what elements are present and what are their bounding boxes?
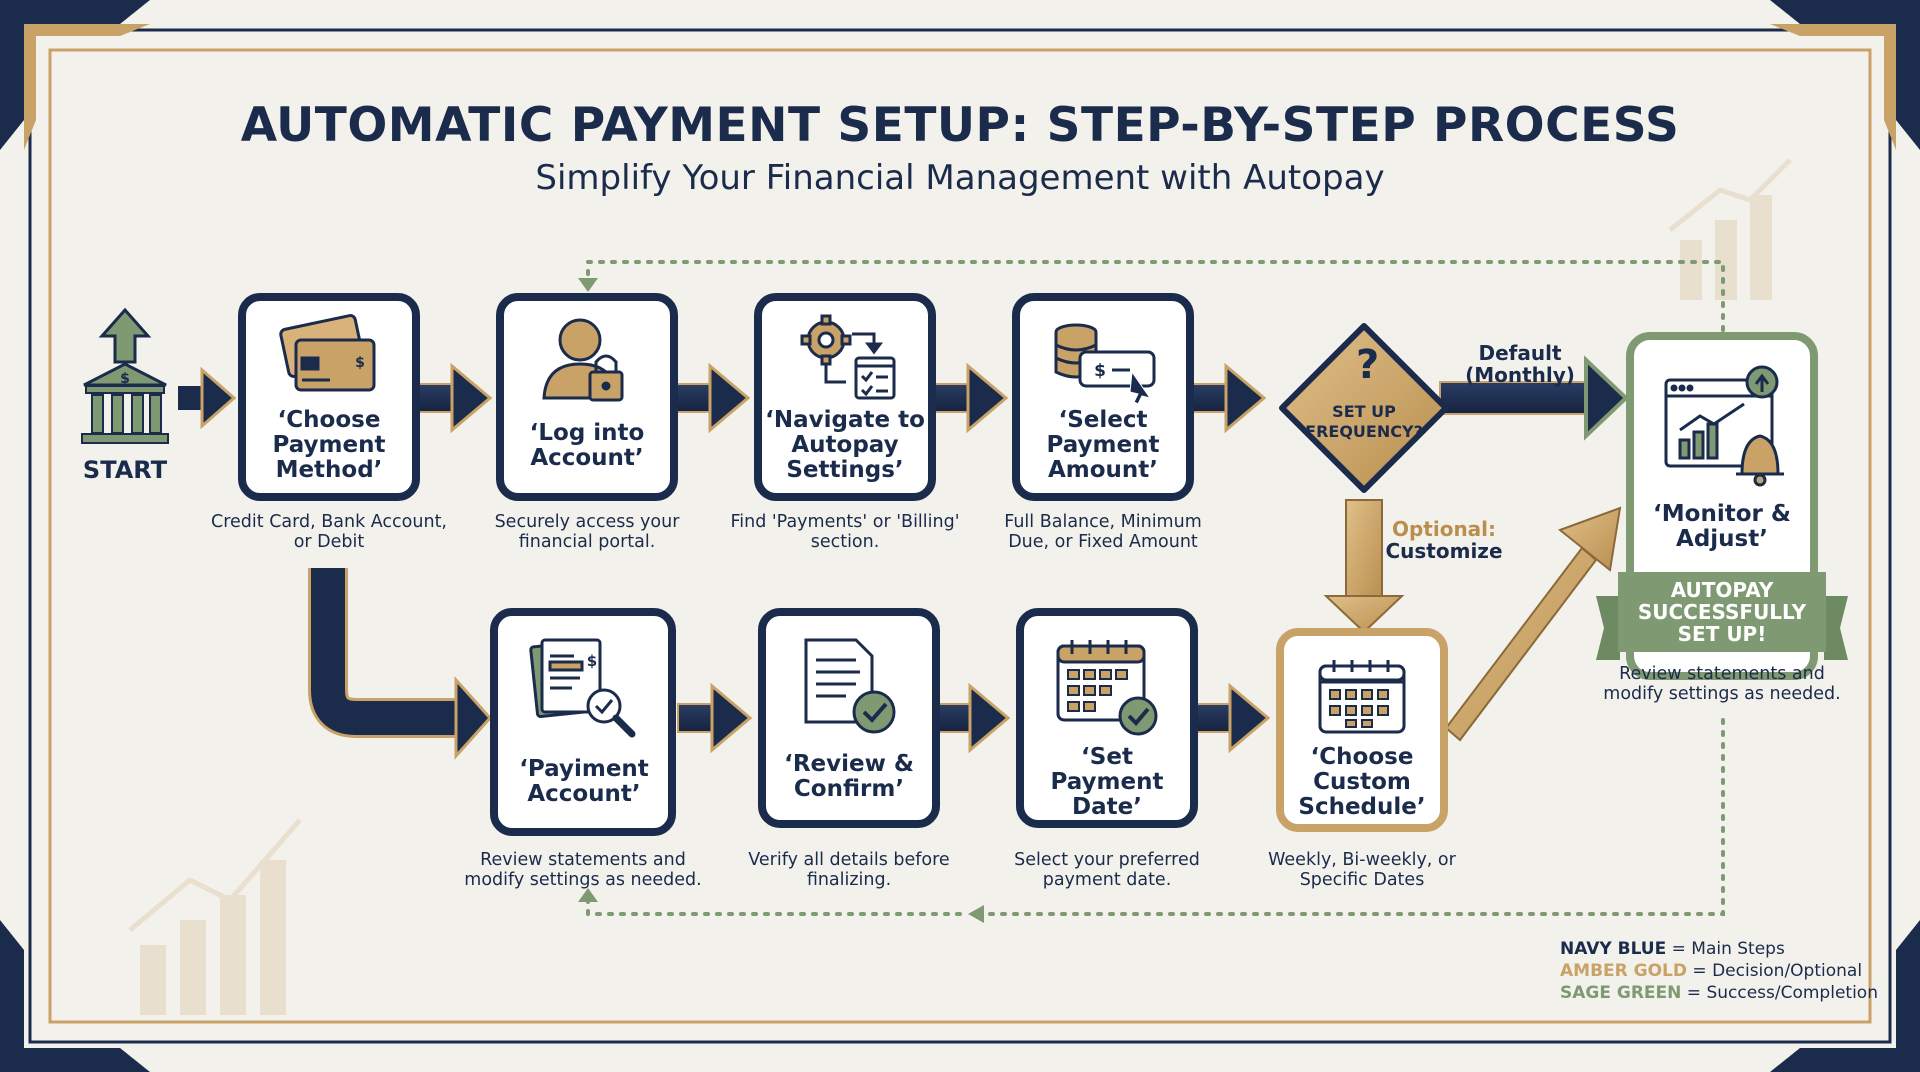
custom-to-final-arrow — [1444, 506, 1622, 742]
svg-text:$: $ — [1094, 361, 1106, 381]
success-banner: AUTOPAY SUCCESSFULLY SET UP! — [1637, 578, 1807, 646]
legend-key-gold: AMBER GOLD — [1560, 961, 1688, 981]
step-choose-payment-method-label: ‘Choose Payment Method’ — [272, 407, 386, 483]
legend-value-gold: = Decision/Optional — [1692, 961, 1863, 981]
legend-key-navy: NAVY BLUE — [1560, 939, 1667, 959]
svg-text:$: $ — [355, 355, 365, 371]
legend-item-sage: SAGE GREEN = Success/Completion — [1560, 982, 1878, 1004]
step-payiment-account-desc: Review statements and modify settings as… — [464, 850, 702, 890]
legend-item-navy: NAVY BLUE = Main Steps — [1560, 938, 1878, 960]
calendar-check-icon — [1056, 640, 1158, 736]
step-review-confirm-desc: Verify all details before finalizing. — [748, 850, 950, 890]
gear-settings-icon — [800, 314, 896, 400]
legend-value-sage: = Success/Completion — [1686, 983, 1878, 1003]
bank-icon: $ — [81, 307, 169, 444]
default-branch-label: Default (Monthly) — [1465, 341, 1575, 387]
step-log-into-account-label: ‘Log into Account’ — [529, 420, 645, 471]
optional-branch-sublabel: Customize — [1385, 539, 1503, 563]
user-lock-icon — [542, 318, 624, 402]
legend-value-navy: = Main Steps — [1671, 939, 1785, 959]
step-navigate-autopay-label: ‘Navigate to Autopay Settings’ — [765, 407, 925, 483]
step-set-payment-date-label: ‘Set Payment Date’ — [1050, 744, 1164, 820]
legend-item-gold: AMBER GOLD = Decision/Optional — [1560, 960, 1878, 982]
top-row-connectors — [178, 355, 1629, 441]
step-set-payment-date-desc: Select your preferred payment date. — [1014, 850, 1200, 890]
optional-branch-arrow — [1323, 499, 1405, 634]
feedback-loop-bottom — [586, 718, 1725, 916]
legend-key-sage: SAGE GREEN — [1560, 983, 1682, 1003]
coins-payment-icon: $ — [1054, 323, 1156, 405]
step-select-payment-amount-desc: Full Balance, Minimum Due, or Fixed Amou… — [1004, 512, 1202, 552]
step-navigate-autopay-desc: Find 'Payments' or 'Billing' section. — [730, 512, 960, 552]
custom-calendar-icon — [1318, 660, 1406, 734]
final-step-label: ‘Monitor & Adjust’ — [1653, 501, 1791, 552]
page-subtitle: Simplify Your Financial Management with … — [535, 158, 1385, 198]
feedback-arrowhead-top — [578, 278, 598, 292]
optional-branch-label: Optional: — [1391, 517, 1497, 541]
step-choose-custom-schedule-desc: Weekly, Bi-weekly, or Specific Dates — [1268, 850, 1456, 890]
start-label: START — [82, 456, 168, 484]
credit-card-icon: $ — [279, 314, 376, 392]
step-choose-payment-method-desc: Credit Card, Bank Account, or Debit — [211, 512, 447, 552]
step-log-into-account-desc: Securely access your financial portal. — [494, 512, 680, 552]
step-select-payment-amount-label: ‘Select Payment Amount’ — [1046, 407, 1160, 483]
bottom-row-connectors — [308, 568, 1271, 760]
svg-text:$: $ — [120, 371, 130, 387]
feedback-loop-top — [586, 260, 1725, 332]
document-search-icon: $ — [529, 638, 636, 738]
step-review-confirm-label: ‘Review & Confirm’ — [784, 751, 914, 802]
step-choose-custom-schedule-label: ‘Choose Custom Schedule’ — [1298, 744, 1426, 820]
document-check-icon — [804, 638, 896, 734]
svg-text:$: $ — [587, 652, 597, 670]
feedback-arrowhead-bottom-right — [968, 905, 984, 923]
decision-label: SET UP FREQUENCY? — [1305, 402, 1423, 441]
question-mark-icon: ? — [1356, 342, 1380, 388]
color-legend: NAVY BLUE = Main Steps AMBER GOLD = Deci… — [1560, 938, 1878, 1004]
feedback-arrowhead-bottom-left — [578, 888, 598, 902]
background-watermark-chart — [128, 158, 1792, 1015]
step-payiment-account-label: ‘Payiment Account’ — [519, 756, 649, 807]
monitor-chart-icon — [1664, 365, 1784, 487]
decision-diamond — [1279, 323, 1449, 493]
page-title: AUTOMATIC PAYMENT SETUP: STEP-BY-STEP PR… — [240, 98, 1680, 153]
final-step-desc: Review statements and modify settings as… — [1603, 664, 1841, 704]
